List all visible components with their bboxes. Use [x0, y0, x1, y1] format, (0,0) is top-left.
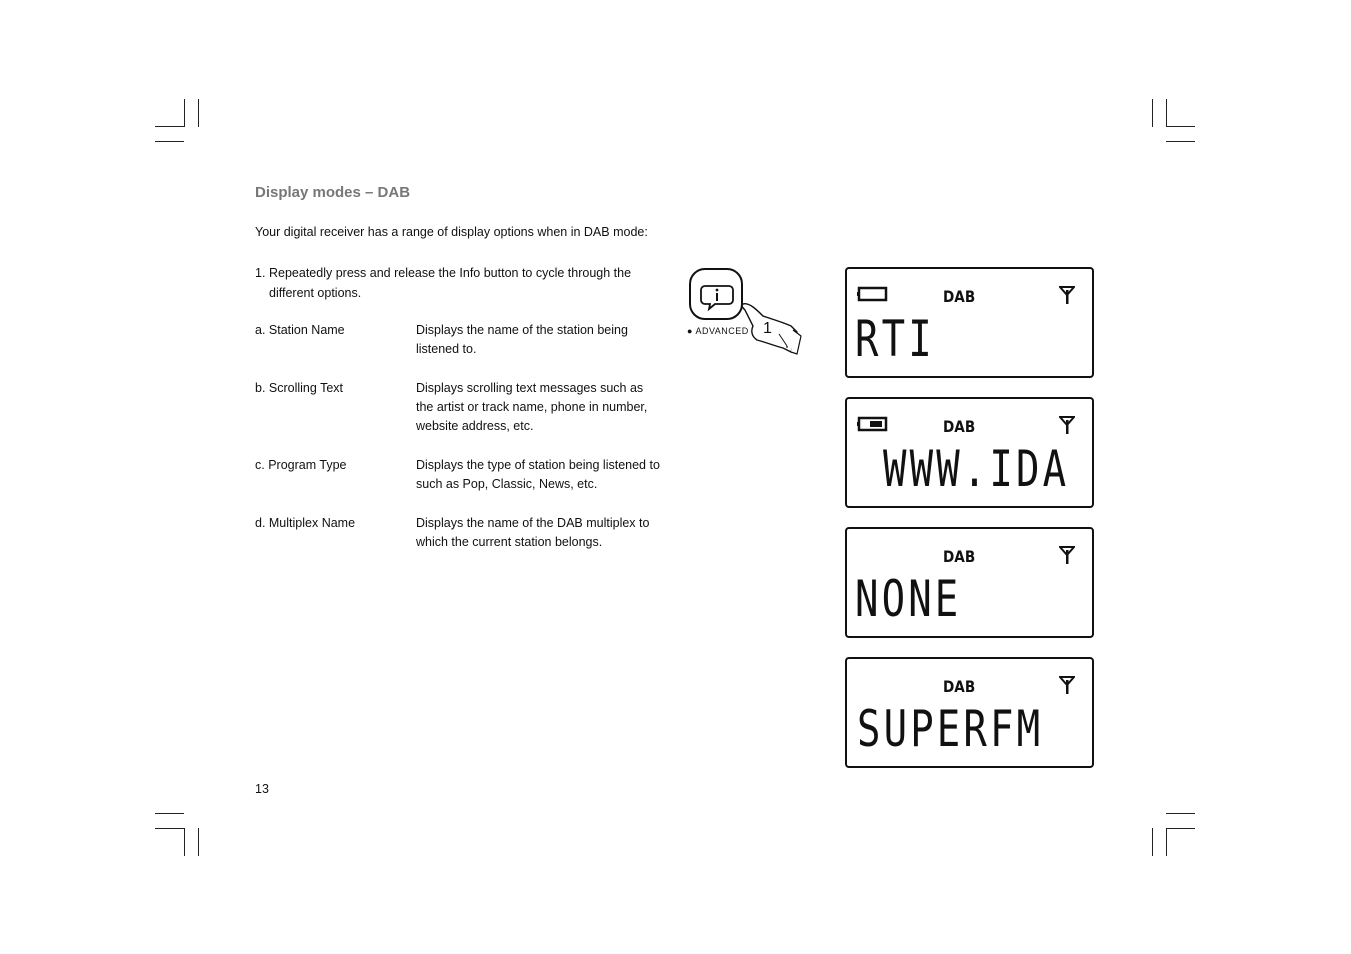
- lcd-text: NONE: [855, 570, 962, 628]
- crop-mark: [155, 126, 184, 127]
- crop-mark: [1152, 99, 1153, 127]
- crop-mark: [1166, 126, 1195, 127]
- crop-mark: [1166, 99, 1167, 127]
- mode-indicator: DAB: [943, 677, 976, 696]
- antenna-icon: [1059, 546, 1075, 564]
- crop-mark: [1152, 828, 1153, 856]
- mode-description: Displays the type of station being liste…: [416, 458, 660, 491]
- crop-mark: [155, 828, 184, 829]
- battery-icon: [857, 416, 888, 432]
- step-text: Repeatedly press and release the Info bu…: [269, 266, 632, 300]
- battery-icon: [857, 286, 888, 302]
- callout-number: 1: [763, 320, 772, 337]
- crop-mark: [198, 828, 199, 856]
- intro-text: Your digital receiver has a range of dis…: [255, 225, 648, 239]
- crop-mark: [1166, 828, 1167, 856]
- lcd-display-multiplex-name: DAB SUPERFM: [845, 657, 1094, 768]
- mode-name: a. Station Name: [255, 323, 345, 337]
- mode-description: Displays the name of the DAB multiplex t…: [416, 516, 650, 549]
- crop-mark: [1166, 141, 1195, 142]
- crop-mark: [198, 99, 199, 127]
- antenna-icon: [1059, 286, 1075, 304]
- advanced-label: ● ADVANCED: [687, 326, 749, 336]
- step-1: 1. Repeatedly press and release the Info…: [255, 263, 655, 303]
- crop-mark: [1166, 813, 1195, 814]
- mode-indicator: DAB: [943, 547, 976, 566]
- lcd-text: SUPERFM: [857, 700, 1044, 758]
- page-title: Display modes – DAB: [255, 184, 411, 201]
- lcd-display-station-name: DAB RTI: [845, 267, 1094, 378]
- crop-mark: [155, 141, 184, 142]
- info-button: [689, 268, 743, 320]
- step-number: 1.: [255, 266, 266, 280]
- crop-mark: [1166, 828, 1195, 829]
- lcd-text: WWW.IDA: [883, 440, 1070, 498]
- lcd-display-program-type: DAB NONE: [845, 527, 1094, 638]
- mode-name: d. Multiplex Name: [255, 516, 356, 530]
- crop-mark: [184, 99, 185, 127]
- page-number: 13: [255, 782, 269, 796]
- info-icon: [700, 285, 734, 312]
- mode-indicator: DAB: [943, 417, 976, 436]
- lcd-text: RTI: [855, 310, 935, 368]
- hand-pointer-icon: 1: [741, 303, 802, 355]
- mode-description: Displays the name of the station being l…: [416, 323, 628, 356]
- mode-name: c. Program Type: [255, 458, 347, 472]
- mode-name: b. Scrolling Text: [255, 381, 344, 395]
- antenna-icon: [1059, 416, 1075, 434]
- lcd-display-scrolling-text: DAB WWW.IDA: [845, 397, 1094, 508]
- mode-indicator: DAB: [943, 287, 976, 306]
- crop-mark: [184, 828, 185, 856]
- antenna-icon: [1059, 676, 1075, 694]
- crop-mark: [155, 813, 184, 814]
- mode-description: Displays scrolling text messages such as…: [416, 381, 648, 433]
